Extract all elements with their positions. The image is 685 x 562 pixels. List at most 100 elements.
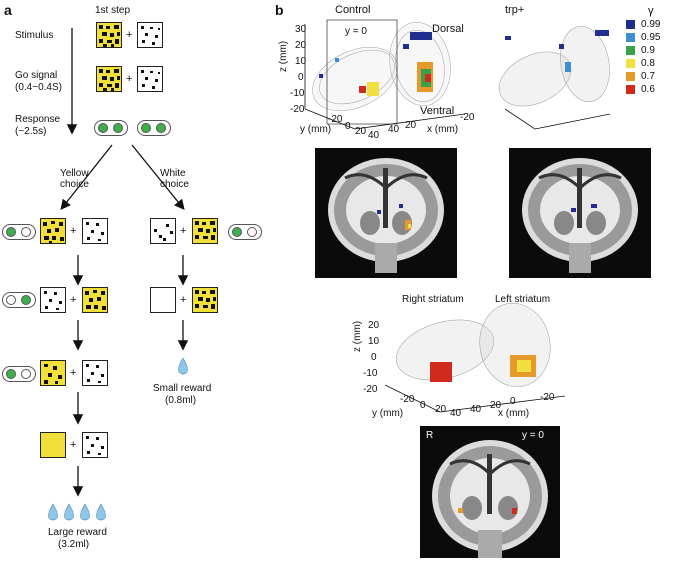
legend-swatch [626, 85, 635, 94]
x-axis-label-bottom: x (mm) [498, 408, 530, 419]
x-axis-label: x (mm) [427, 124, 459, 135]
right-hemisphere-label: R [426, 430, 434, 441]
z-tick-30: 30 [295, 24, 307, 35]
striatum-3d-plot [384, 302, 566, 413]
small-reward-label: Small reward [153, 383, 212, 394]
step-label: 1st step [95, 5, 131, 16]
small-reward-drop-icon [178, 357, 188, 375]
z-tick-0-bottom: 0 [371, 352, 377, 363]
white-pattern [82, 432, 108, 458]
z-tick-10-bottom: 10 [368, 336, 380, 347]
y-tick-20: 20 [355, 126, 367, 137]
y-axis-label-bottom: y (mm) [372, 408, 404, 419]
response-time: (~2.5s) [15, 126, 47, 137]
brain-slice-bottom: R y = 0 [420, 426, 560, 558]
legend-swatch [626, 20, 635, 29]
ventral-label: Ventral [420, 105, 455, 117]
legend-value: 0.8 [641, 58, 655, 69]
response-button-left [94, 120, 128, 136]
z-tick-m10-bottom: -10 [363, 368, 378, 379]
legend-swatch [626, 72, 635, 81]
go-white-pattern [137, 66, 163, 92]
y-tick-20-bottom: 20 [435, 404, 447, 415]
x-tick-40: 40 [388, 124, 400, 135]
x-tick-20: 20 [405, 120, 417, 131]
control-3d-plot [304, 19, 466, 130]
plus-sign: + [126, 29, 133, 41]
blank-box [150, 287, 176, 313]
white-pattern [150, 218, 176, 244]
large-reward-amount: (3.2ml) [58, 539, 90, 550]
y-tick-m20: -20 [328, 114, 343, 125]
white-choice-label: White [160, 168, 186, 179]
go-yellow-pattern [96, 66, 122, 92]
large-reward-label: Large reward [48, 527, 107, 538]
legend-swatch [626, 46, 635, 55]
z-tick-m20-bottom: -20 [363, 384, 378, 395]
choice-indicator [2, 292, 36, 308]
legend-value: 0.99 [641, 19, 661, 30]
trp-3d-plot [498, 26, 611, 130]
white-pattern [82, 360, 108, 386]
y-eq-0-label: y = 0 [345, 26, 367, 37]
brain-slice-trp [509, 148, 651, 278]
legend-title: γ [648, 5, 654, 17]
x-tick-20-bottom: 20 [490, 400, 502, 411]
dorsal-label: Dorsal [432, 23, 464, 35]
panel-b-letter: b [275, 2, 284, 18]
left-striatum-label: Left striatum [495, 294, 551, 305]
z-tick-20: 20 [295, 40, 307, 51]
response-label: Response [15, 114, 61, 125]
yellow-pattern [40, 218, 66, 244]
legend-value: 0.6 [641, 84, 655, 95]
brain-slice-control [315, 148, 457, 278]
control-title: Control [335, 4, 371, 16]
plus-sign: + [70, 367, 77, 379]
z-axis-label: z (mm) [278, 40, 289, 72]
y-tick-40-bottom: 40 [450, 408, 462, 419]
legend-value: 0.95 [641, 32, 661, 43]
y-tick-40: 40 [368, 130, 380, 141]
x-tick-40-bottom: 40 [470, 404, 482, 415]
y-tick-0: 0 [345, 121, 351, 132]
plus-sign: + [180, 294, 187, 306]
y-tick-m20-bottom: -20 [400, 394, 415, 405]
small-reward-amount: (0.8ml) [165, 395, 197, 406]
choice-indicator [2, 224, 36, 240]
choice-indicator [228, 224, 262, 240]
right-striatum-label: Right striatum [402, 294, 464, 305]
y-axis-label: y (mm) [300, 124, 332, 135]
plus-sign: + [70, 225, 77, 237]
plus-sign: + [126, 73, 133, 85]
z-tick-10: 10 [295, 56, 307, 67]
white-pattern [40, 287, 66, 313]
z-tick-m20: -20 [290, 104, 305, 115]
legend-swatch [626, 59, 635, 68]
white-pattern [82, 218, 108, 244]
yellow-pattern [40, 360, 66, 386]
yellow-solid [40, 432, 66, 458]
yellow-choice-label: Yellow [60, 168, 89, 179]
choice-indicator [2, 366, 36, 382]
plus-sign: + [70, 439, 77, 451]
response-button-right [137, 120, 171, 136]
plus-sign: + [180, 225, 187, 237]
go-signal-label: Go signal [15, 70, 58, 81]
x-tick-0-bottom: 0 [510, 396, 516, 407]
y-tick-0-bottom: 0 [420, 400, 426, 411]
stimulus-white-pattern [137, 22, 163, 48]
legend-value: 0.7 [641, 71, 655, 82]
trp-title: trp+ [505, 4, 525, 16]
yellow-choice-label-2: choice [60, 179, 89, 190]
z-tick-0: 0 [298, 72, 304, 83]
large-reward-drops-icon [48, 503, 106, 521]
z-axis-label-bottom: z (mm) [352, 320, 363, 352]
legend-swatch [626, 33, 635, 42]
stimulus-yellow-pattern [96, 22, 122, 48]
z-tick-m10: -10 [290, 88, 305, 99]
legend-value: 0.9 [641, 45, 655, 56]
yellow-pattern [82, 287, 108, 313]
panel-a-letter: a [4, 2, 12, 18]
stimulus-label: Stimulus [15, 30, 54, 41]
